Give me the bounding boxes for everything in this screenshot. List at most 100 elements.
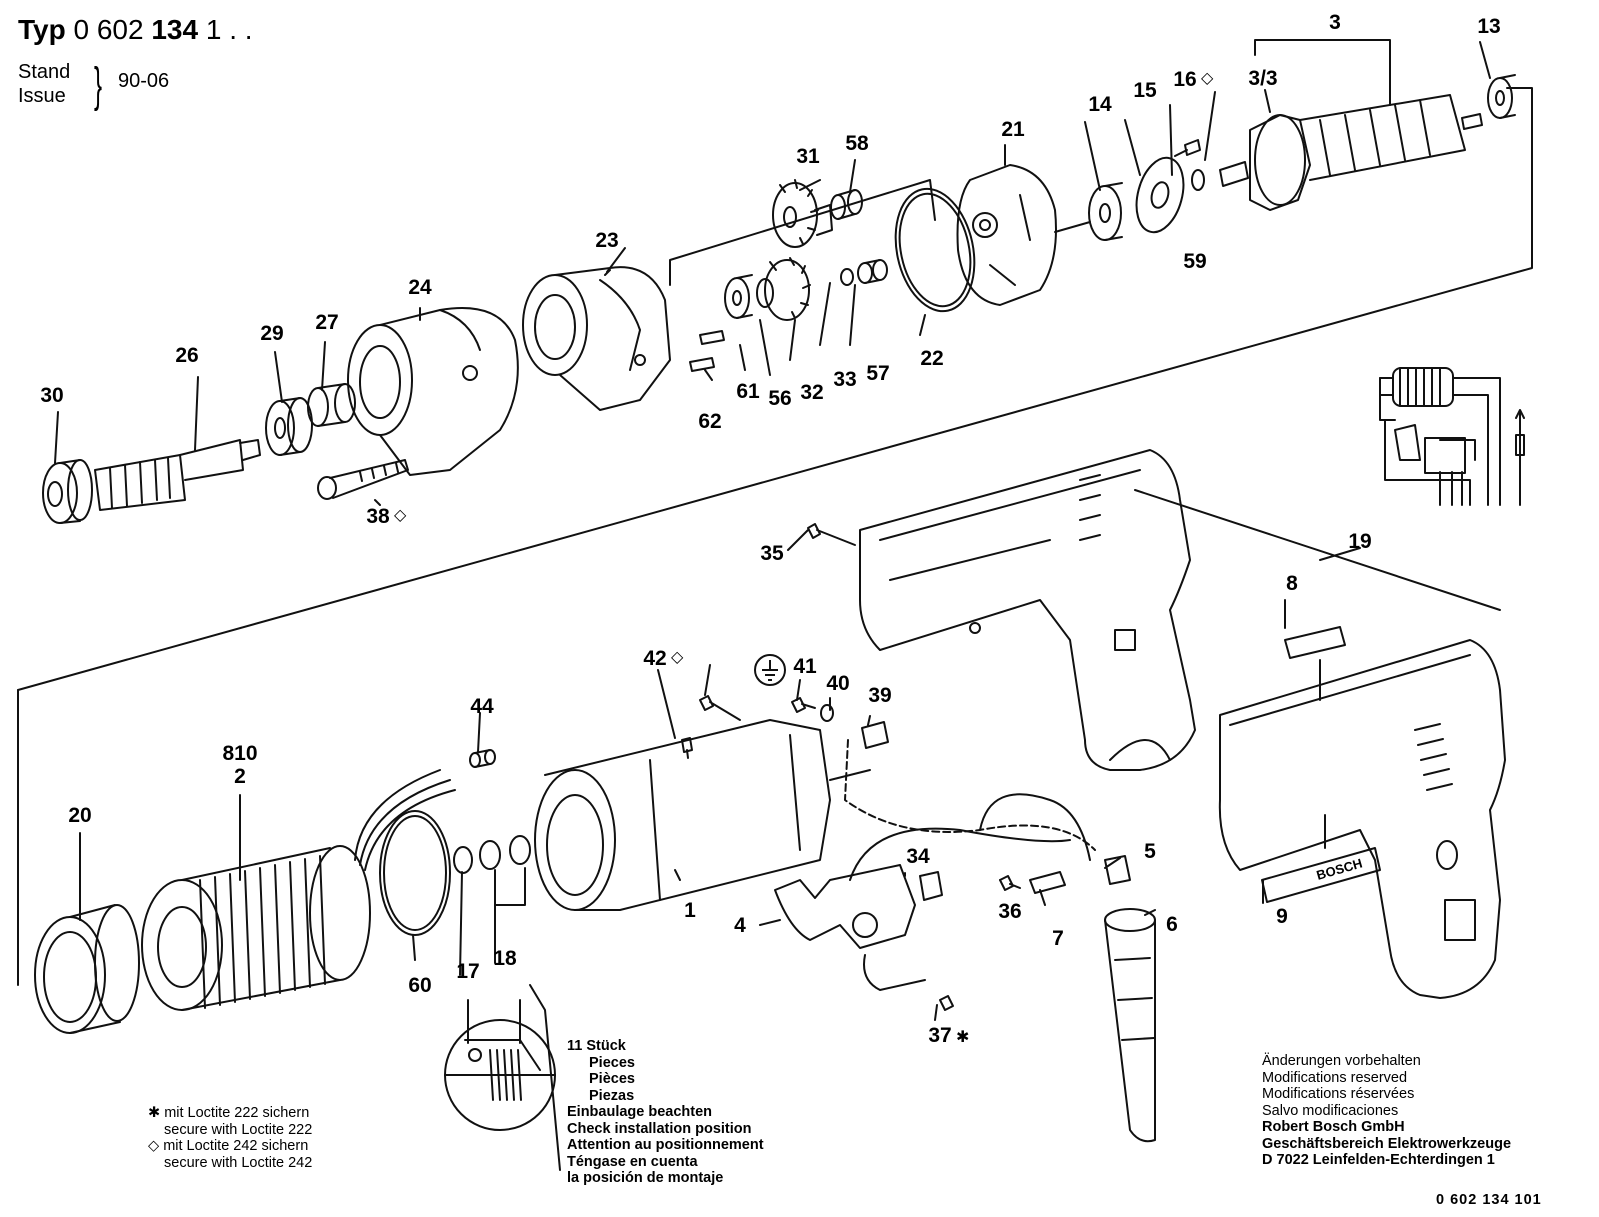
part-label-14: 14 [1088, 93, 1112, 116]
mods-es: Salvo modificaciones [1262, 1102, 1399, 1119]
part-4-switch [774, 864, 926, 991]
part-18-washer-a [479, 840, 501, 870]
part-label-26: 26 [175, 344, 198, 367]
part-label-15: 15 [1133, 79, 1157, 102]
modifications-block: Änderungen vorbehalten Modifications res… [1262, 1053, 1511, 1169]
part-label-59: 59 [1183, 250, 1206, 273]
loctite-242-en: secure with Loctite 242 [164, 1154, 313, 1171]
company-name: Robert Bosch GmbH [1262, 1119, 1405, 1135]
part-label-13: 13 [1477, 15, 1500, 38]
part-23-gear-housing [522, 266, 671, 411]
part-26-spindle [94, 439, 261, 511]
part-1-motor-housing [534, 719, 871, 911]
part-label-40: 40 [826, 672, 849, 695]
part-35-screw-upper [807, 523, 856, 546]
part-27-sleeve [307, 383, 356, 427]
part-3-armature [1219, 94, 1483, 211]
typ-number-part2: 134 [151, 14, 199, 45]
issue-label: Issue [18, 85, 66, 107]
diamond-mark-42: ◇ [671, 647, 684, 666]
part-42-part [681, 737, 693, 759]
part-19-handle-half-right [1218, 639, 1506, 999]
part-60-o-ring [379, 810, 451, 936]
part-label-57: 57 [866, 362, 889, 385]
part-label-39: 39 [868, 684, 891, 707]
bracket-3 [1254, 39, 1391, 106]
loctite-242-de: mit Loctite 242 sichern [163, 1138, 309, 1154]
part-label-23: 23 [595, 229, 618, 252]
part-label-6: 6 [1166, 913, 1178, 936]
part-label-22: 22 [920, 347, 943, 370]
part-label-18: 18 [493, 947, 517, 970]
part-label-16: 16 [1173, 68, 1196, 91]
part-32-gear [756, 257, 811, 321]
part-label-56: 56 [768, 387, 791, 410]
part-56-bearing [724, 274, 753, 319]
pieces-en: Pieces [589, 1054, 635, 1071]
part-label-21: 21 [1001, 118, 1025, 141]
part-label-61: 61 [736, 380, 760, 403]
part-30-collar-nut [42, 459, 93, 524]
part-label-44: 44 [470, 695, 494, 718]
part-16-screw [1174, 139, 1201, 157]
axis-line-21 [1054, 221, 1091, 233]
part-59-washer [1191, 169, 1205, 191]
wiring-schematic [1379, 367, 1525, 506]
part-38-screw [317, 459, 409, 500]
part-label-1: 1 [684, 899, 696, 922]
leader-18 [494, 867, 526, 906]
part-22-o-ring [894, 187, 976, 313]
part-label-4: 4 [734, 914, 746, 937]
part-19-handle-half-left [859, 449, 1196, 771]
part-37-screw [939, 995, 954, 1011]
right-frame-line [1134, 489, 1501, 611]
upper-frame-line [17, 87, 1533, 691]
mods-fr: Modifications réservées [1262, 1086, 1415, 1102]
part-22-o-ring-inner [898, 192, 972, 308]
stand-label: Stand [18, 61, 71, 83]
install-position-es-1: Téngase en cuenta [567, 1153, 698, 1170]
part-label-31: 31 [796, 145, 820, 168]
part-29-bearing [265, 397, 313, 456]
part-21-bearing-flange [956, 164, 1057, 306]
part-36-screw [999, 875, 1021, 891]
part-label-8: 8 [1286, 572, 1298, 595]
part-label-27: 27 [315, 311, 338, 334]
quantity-line: 11 Stück [567, 1038, 626, 1054]
part-label-32: 32 [800, 381, 823, 404]
stand-issue-block: Stand Issue [18, 60, 70, 108]
part-label-62: 62 [698, 410, 721, 433]
part-20-cover-ring [34, 904, 140, 1034]
part-33-washer [840, 268, 854, 286]
install-position-es-2: la posición de montaje [567, 1170, 724, 1186]
part-9-brand-plate [1261, 847, 1381, 903]
part-44-pin [469, 749, 496, 768]
mods-en: Modifications reserved [1262, 1069, 1408, 1086]
part-label-810: 810 [222, 742, 257, 765]
part-8-type-label [1284, 626, 1346, 659]
loctite-222-en: secure with Loctite 222 [164, 1121, 313, 1138]
part-13-bearing [1487, 74, 1516, 119]
brace-symbol: } [94, 59, 103, 112]
loctite-notes: ✱ mit Loctite 222 sichern secure with Lo… [148, 1105, 312, 1171]
part-label-35: 35 [760, 542, 784, 565]
part-label-7: 7 [1052, 927, 1064, 950]
part-57-sleeve [857, 259, 888, 284]
part-label-34: 34 [906, 845, 930, 868]
part-60-o-ring-inner [383, 815, 447, 931]
part-label-60: 60 [408, 974, 431, 997]
part-label-33: 33 [833, 368, 856, 391]
diamond-mark-38: ◇ [394, 505, 407, 524]
part-label-36: 36 [998, 900, 1021, 923]
document-number: 0 602 134 101 [1436, 1192, 1542, 1208]
pieces-es: Piezas [589, 1087, 635, 1104]
part-label-2: 2 [234, 765, 246, 788]
part-label-30: 30 [40, 384, 63, 407]
part-41-screw [791, 697, 816, 713]
part-label-5: 5 [1144, 840, 1156, 863]
company-address: D 7022 Leinfelden-Echterdingen 1 [1262, 1152, 1495, 1168]
part-18-washer-b [509, 835, 531, 865]
part-label-29: 29 [260, 322, 283, 345]
typ-label: Typ [18, 14, 66, 45]
